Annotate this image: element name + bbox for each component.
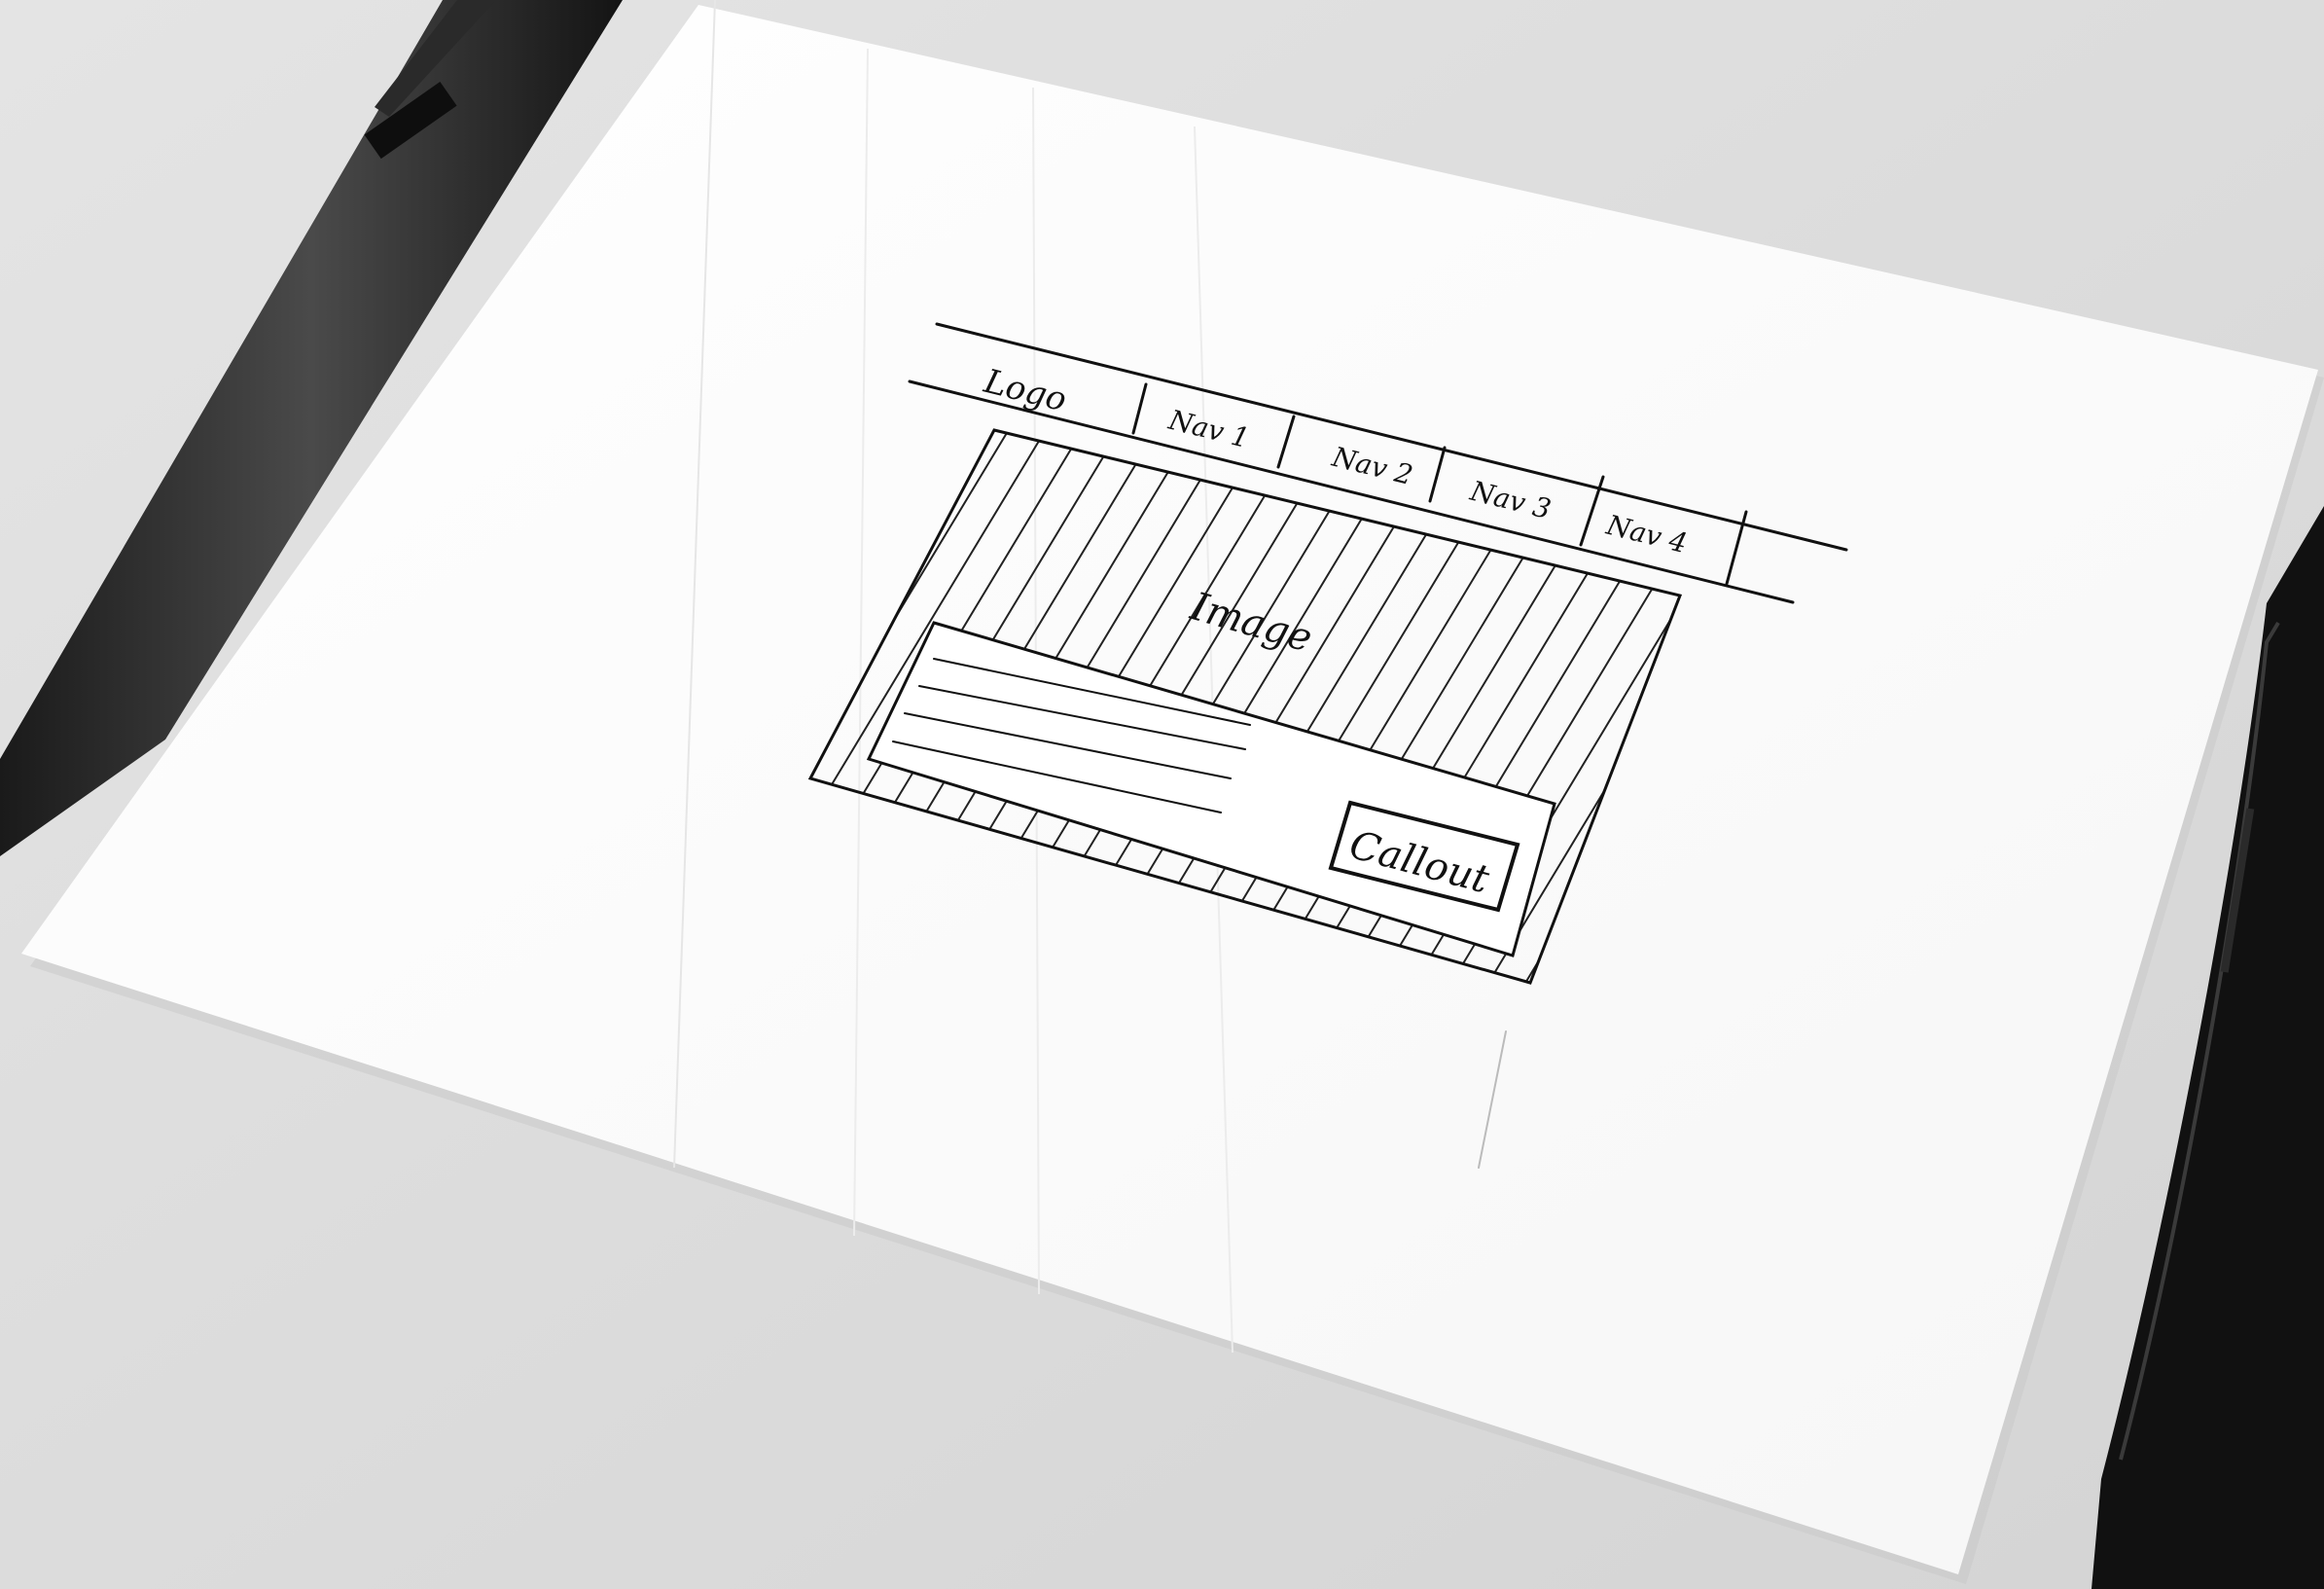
photo-scene: Logo Nav 1 Nav 2 Nav 3 Nav 4 Image Callo… (0, 0, 2324, 1589)
